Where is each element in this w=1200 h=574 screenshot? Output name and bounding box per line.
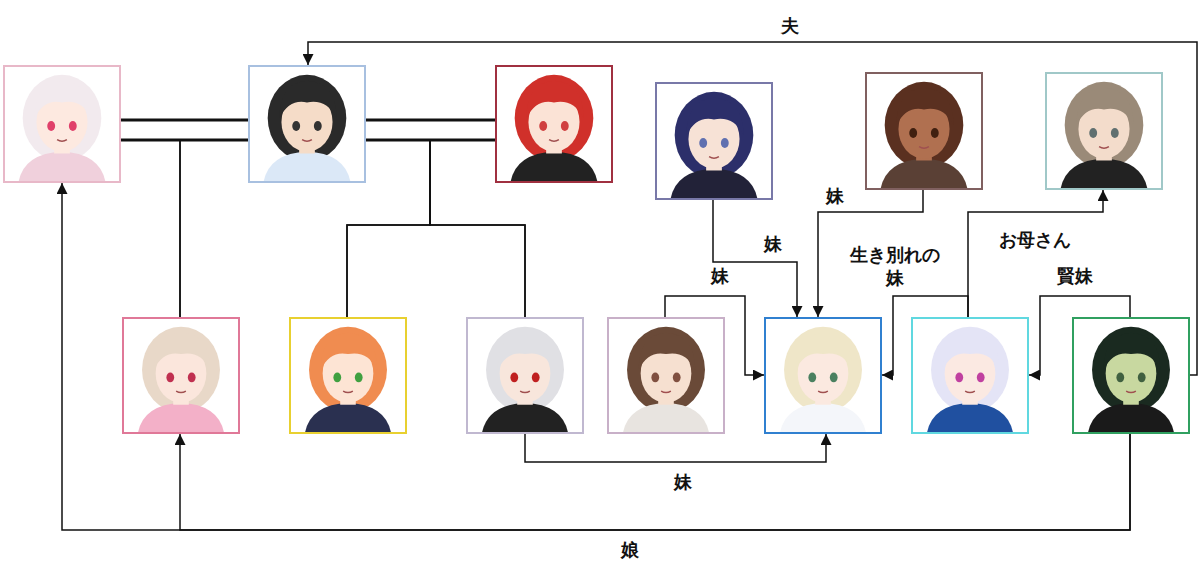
connector-line <box>121 140 180 317</box>
portrait <box>914 319 1027 432</box>
relation-label: 妹 <box>672 470 694 493</box>
connector-line <box>366 140 525 317</box>
portrait <box>125 319 238 432</box>
relation-label: 妹 <box>762 232 784 255</box>
relation-label: 夫 <box>779 14 801 37</box>
portrait <box>1047 74 1161 188</box>
avatar-frame <box>607 317 725 434</box>
avatar-frame <box>655 82 773 200</box>
connector-line <box>665 296 764 375</box>
avatar-frame <box>764 317 882 434</box>
portrait <box>292 319 405 432</box>
relation-connector <box>180 434 1130 530</box>
portrait <box>657 84 771 198</box>
connector-line <box>347 140 430 317</box>
relation-connector <box>308 42 1197 375</box>
portrait <box>5 67 119 181</box>
avatar-frame <box>911 317 1029 434</box>
relation-connector <box>525 434 826 462</box>
relation-connector <box>121 140 180 317</box>
avatar-frame <box>3 65 121 183</box>
avatar-frame <box>122 317 240 434</box>
relation-connector <box>347 140 495 317</box>
avatar-frame <box>289 317 407 434</box>
relation-connector <box>366 140 525 317</box>
relation-connector <box>347 140 430 317</box>
marriage-line <box>121 120 248 140</box>
avatar-frame <box>1045 72 1163 190</box>
connector-line <box>347 140 495 317</box>
relation-connector <box>882 296 968 375</box>
portrait <box>497 67 611 181</box>
connector-line <box>882 296 968 375</box>
relation-connector <box>713 200 797 317</box>
portrait <box>867 74 981 188</box>
portrait <box>1075 319 1188 432</box>
avatar-frame <box>1072 317 1190 434</box>
relation-connector <box>1029 296 1130 375</box>
relation-connector <box>180 140 248 317</box>
relation-label: お母さん <box>997 228 1073 251</box>
connector-line <box>968 190 1103 317</box>
avatar-frame <box>865 72 983 190</box>
connector-line <box>62 183 1130 530</box>
connector-line <box>430 140 525 317</box>
portrait <box>469 319 582 432</box>
avatar-frame <box>248 65 366 183</box>
portrait <box>767 319 880 432</box>
relation-label: 賢妹 <box>1055 264 1095 287</box>
connector-line <box>1029 296 1130 375</box>
portrait <box>250 67 364 181</box>
relation-connector <box>665 296 764 375</box>
avatar-frame <box>466 317 584 434</box>
relation-connector <box>62 183 1130 530</box>
avatar-frame <box>495 65 613 183</box>
relation-label: 娘 <box>619 538 641 561</box>
relation-label: 妹 <box>709 264 731 287</box>
relation-label: 生き別れの 妹 <box>841 243 949 290</box>
connector-line <box>121 119 248 122</box>
relation-connector <box>430 140 525 317</box>
connector-line <box>308 42 1197 375</box>
relation-label: 妹 <box>824 184 846 207</box>
connector-line <box>713 200 797 317</box>
relation-connector <box>968 190 1103 317</box>
connector-line <box>180 140 248 317</box>
connector-line <box>180 434 1130 530</box>
portrait <box>610 319 723 432</box>
connector-line <box>366 119 495 122</box>
marriage-line <box>366 120 495 140</box>
connector-line <box>525 434 826 462</box>
